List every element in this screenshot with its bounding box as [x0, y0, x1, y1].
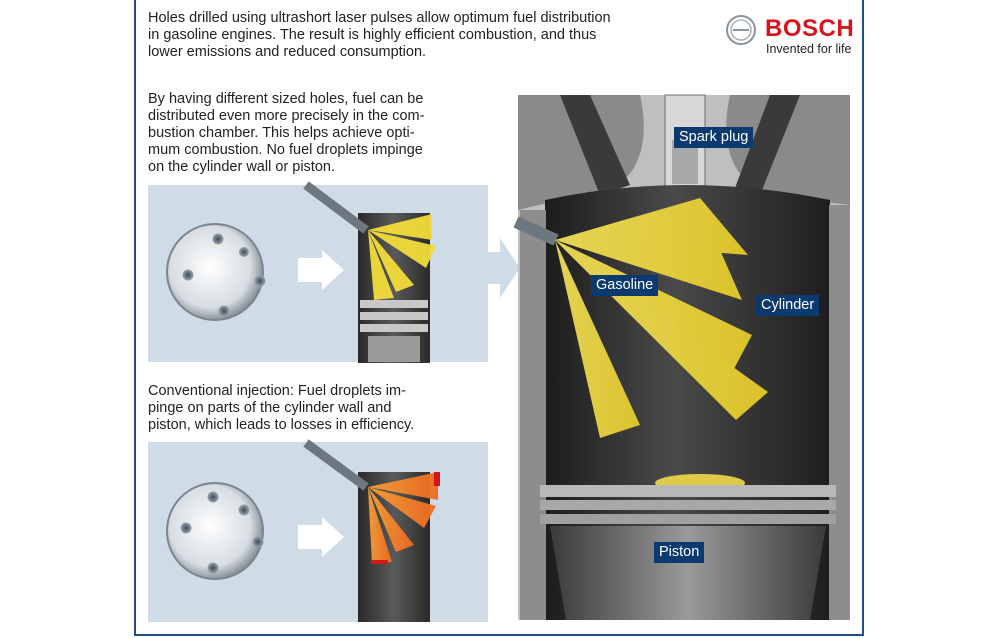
label-piston: Piston [654, 542, 705, 563]
bosch-logo-icon [726, 15, 756, 45]
nozzle-hole [252, 536, 264, 548]
wetting-spot [372, 560, 388, 564]
wetting-spot [434, 472, 440, 486]
engine-cutaway [513, 94, 850, 620]
laser-injection-panel [148, 181, 488, 363]
nozzle-hole [239, 247, 249, 257]
piston-body [550, 526, 826, 620]
piston-ring [540, 485, 836, 497]
piston-ring [540, 500, 836, 510]
label-spark-plug: Spark plug [674, 127, 754, 148]
nozzle-hole [207, 562, 219, 574]
intro-text: Holes drilled using ultrashort laser pul… [148, 10, 611, 60]
bosch-brand: BOSCH [765, 15, 855, 42]
nozzle-plate-conventional [166, 482, 264, 580]
nozzle-hole [212, 233, 224, 245]
injector [513, 216, 559, 246]
conventional-injection-panel [148, 439, 488, 622]
laser-drilled-description: By having different sized holes, fuel ca… [148, 91, 425, 175]
nozzle-hole [238, 504, 250, 516]
fuel-spray-conventional [368, 472, 438, 564]
nozzle-hole [207, 491, 219, 503]
nozzle-hole [182, 269, 194, 281]
nozzle-plate-laser [166, 223, 264, 321]
label-cylinder: Cylinder [756, 295, 820, 316]
nozzle-hole [254, 275, 266, 287]
fuel-spray-laser [368, 214, 436, 300]
arrow-icon [298, 517, 344, 557]
label-gasoline: Gasoline [591, 275, 659, 296]
nozzle-hole [218, 305, 230, 317]
piston-ring [540, 514, 836, 524]
bosch-tagline: Invented for life [766, 42, 852, 56]
arrow-icon [298, 250, 344, 290]
big-arrow-icon [470, 238, 520, 298]
gasoline-spray [555, 198, 768, 438]
conventional-description: Conventional injection: Fuel droplets im… [148, 383, 415, 433]
nozzle-hole [180, 522, 192, 534]
